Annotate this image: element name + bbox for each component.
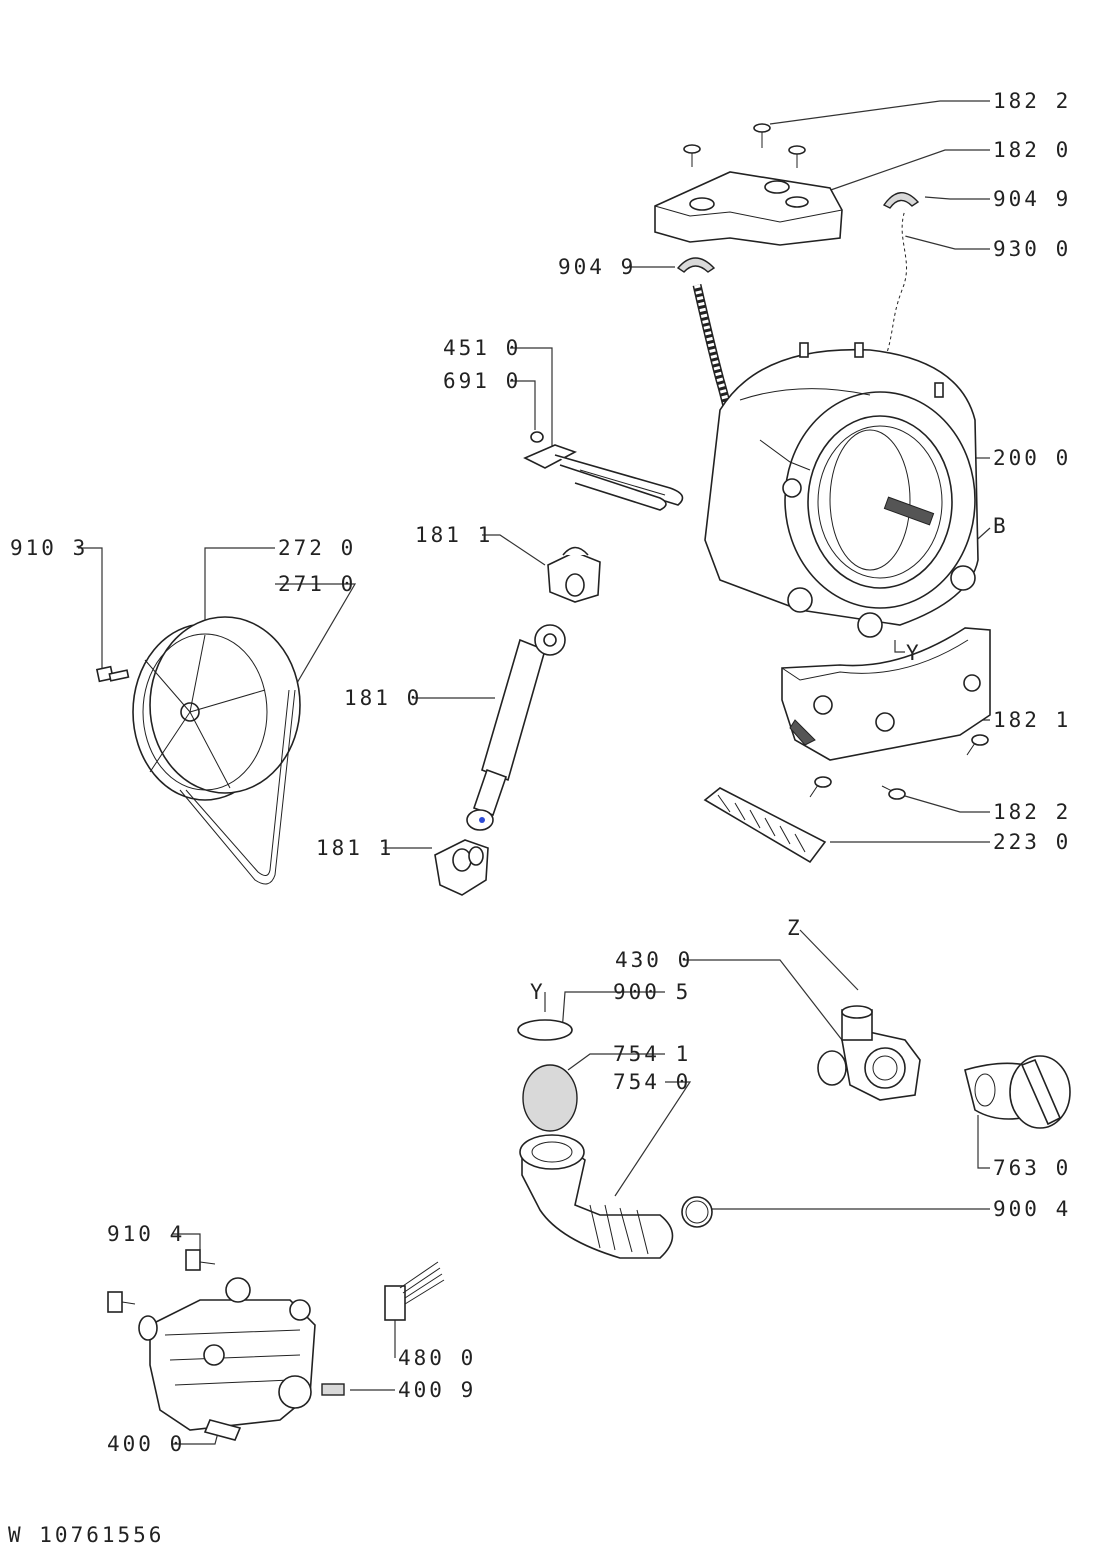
label-900-4: 900 4: [993, 1197, 1071, 1221]
label-182-1: 182 1: [993, 708, 1071, 732]
screw-182-2-top-icon: [683, 123, 806, 168]
top-counterweight-icon: [654, 171, 843, 246]
label-272-0: 272 0: [278, 536, 356, 560]
drum-pulley-icon: [132, 616, 301, 801]
clip-904-9-right-icon: [882, 192, 920, 209]
motor-wiring-connector-icon: [384, 1261, 445, 1321]
motor-screws-icon: [107, 1249, 216, 1313]
label-910-4: 910 4: [107, 1222, 185, 1246]
label-y-marker-seal: Y: [530, 980, 546, 1004]
heating-element-icon: [523, 431, 684, 511]
shock-absorber-icon: [466, 624, 566, 831]
label-763-0: 763 0: [993, 1156, 1071, 1180]
label-200-0: 200 0: [993, 446, 1071, 470]
drawing-id: W 10761556: [8, 1523, 164, 1547]
hose-clamp-900-4-icon: [681, 1196, 713, 1228]
pulley-bolt-icon: [95, 665, 130, 683]
clip-904-9-left-icon: [676, 257, 716, 273]
label-754-1: 754 1: [613, 1042, 691, 1066]
label-480-0: 480 0: [398, 1346, 476, 1370]
clip-400-9-icon: [321, 1383, 345, 1396]
label-181-1-top: 181 1: [415, 523, 493, 547]
leader-lines: [78, 100, 991, 1445]
label-y-marker-tub: Y: [906, 641, 922, 665]
label-910-3: 910 3: [10, 536, 88, 560]
label-430-0: 430 0: [615, 948, 693, 972]
label-b-marker: B: [993, 514, 1009, 538]
tub-support-strip-icon: [703, 787, 827, 864]
label-691-0: 691 0: [443, 369, 521, 393]
label-181-1-bottom: 181 1: [316, 836, 394, 860]
label-400-0: 400 0: [107, 1432, 185, 1456]
drain-pump-icon: [817, 1005, 921, 1101]
front-counterweight-icon: [781, 627, 991, 761]
label-182-2-bottom: 182 2: [993, 800, 1071, 824]
label-182-2-top: 182 2: [993, 89, 1071, 113]
sump-hose-icon: [519, 1134, 674, 1259]
label-904-9-left: 904 9: [558, 255, 636, 279]
label-182-0: 182 0: [993, 138, 1071, 162]
label-904-9-right: 904 9: [993, 187, 1071, 211]
ring-900-5-icon: [517, 1019, 573, 1041]
label-900-5: 900 5: [613, 980, 691, 1004]
label-754-0: 754 0: [613, 1070, 691, 1094]
motor-icon: [138, 1277, 316, 1441]
callout-labels: 182 2 182 0 904 9 930 0 904 9 451 0 691 …: [10, 89, 1071, 1456]
screws-182-2-bottom-icon: [809, 734, 989, 800]
label-181-0: 181 0: [344, 686, 422, 710]
bush-181-1-top-icon: [547, 546, 601, 603]
label-451-0: 451 0: [443, 336, 521, 360]
label-400-9: 400 9: [398, 1378, 476, 1402]
label-z-marker: Z: [787, 916, 803, 940]
label-271-0: 271 0: [278, 572, 356, 596]
label-223-0: 223 0: [993, 830, 1071, 854]
ball-754-1-icon: [522, 1064, 578, 1132]
pump-filter-icon: [964, 1055, 1071, 1129]
drive-belt-icon: [179, 689, 296, 885]
label-930-0: 930 0: [993, 237, 1071, 261]
bush-181-1-bottom-icon: [434, 839, 489, 896]
tub-assembly-icon: [704, 342, 979, 638]
suspension-spring-right-icon: [877, 209, 910, 372]
